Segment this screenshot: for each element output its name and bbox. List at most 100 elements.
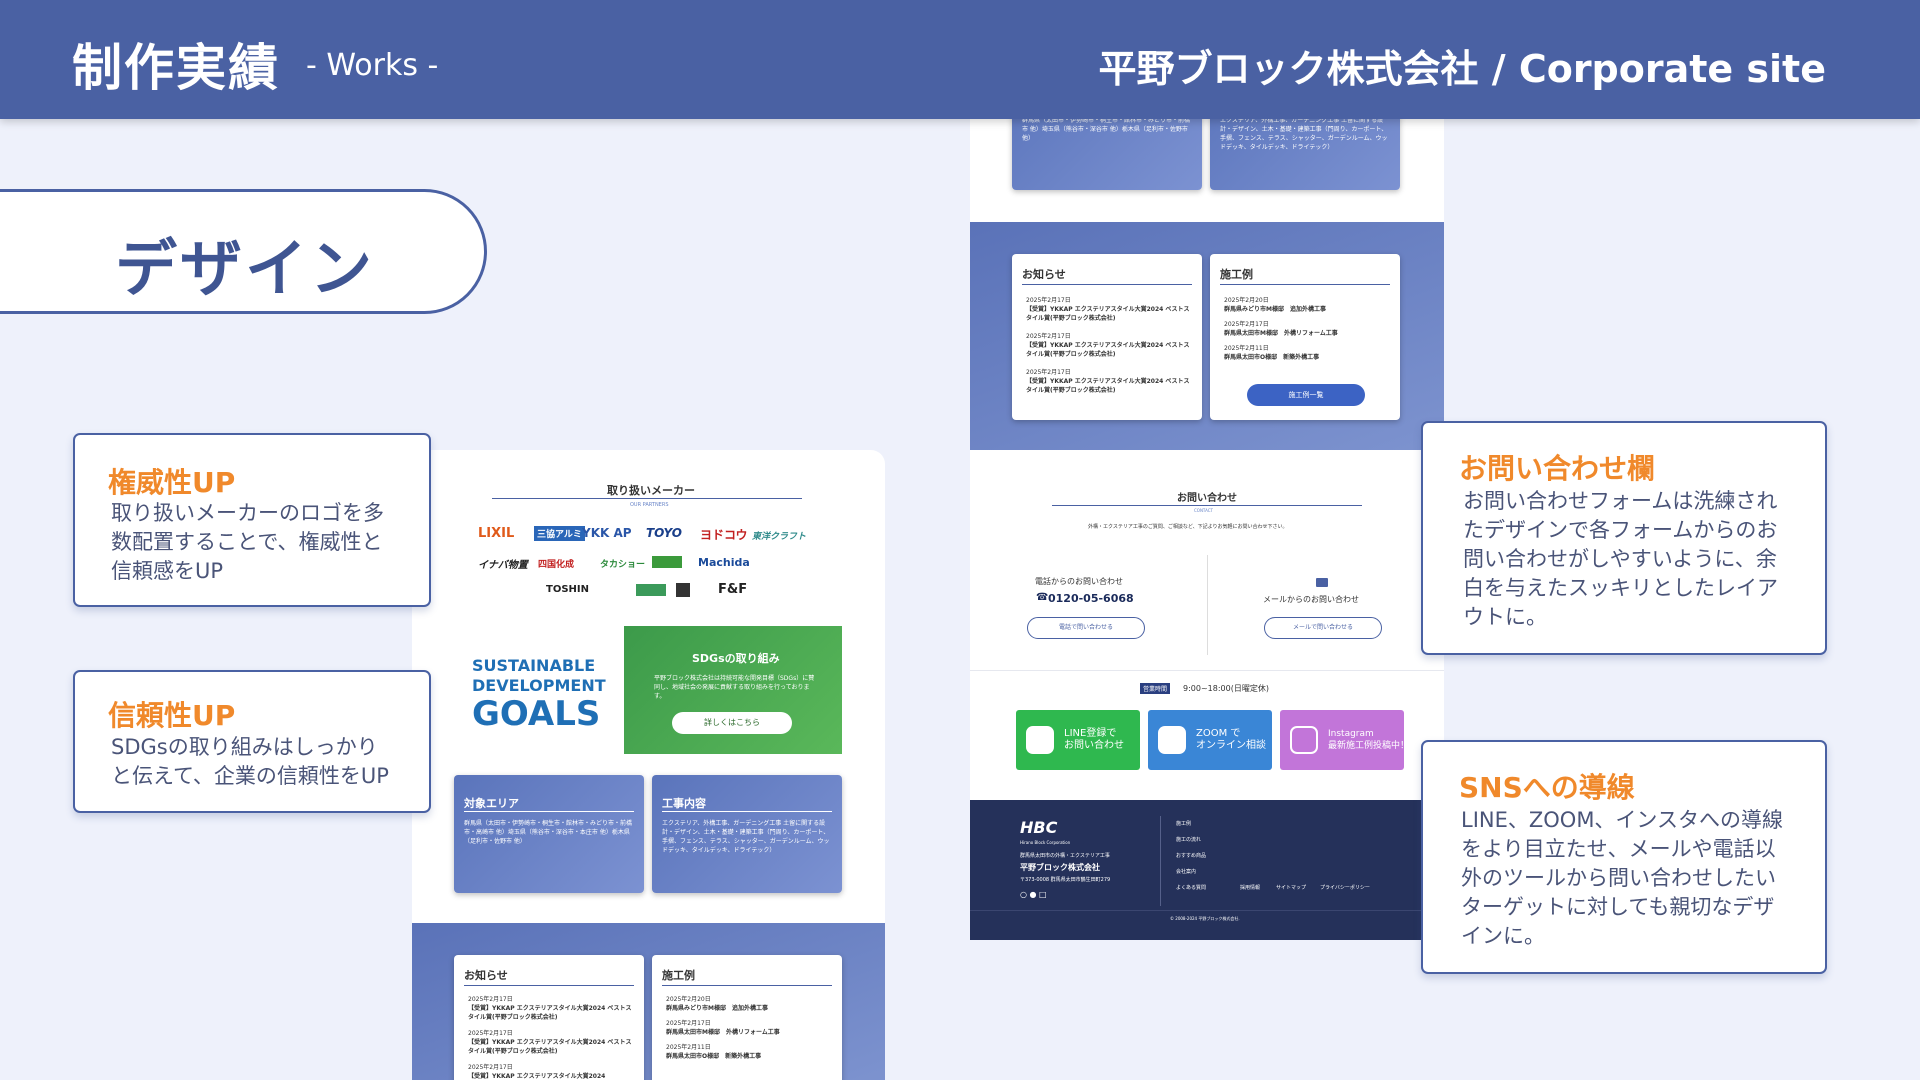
footer-logo-subtitle: Hirano Block Corporation [1020,840,1071,845]
callout-trust: 信頼性UP SDGsの取り組みはしっかり と伝えて、企業の信頼性をUP [73,670,431,813]
footer-link[interactable]: 施工例 [1176,821,1192,827]
cases-title: 施工例 [662,969,695,982]
news-card: お知らせ 2025年2月17日 【受賞】YKKAP エクステリアスタイル大賞20… [1012,254,1202,420]
case-date: 2025年2月17日 [666,1020,711,1027]
case-item[interactable]: 群馬県太田市M様邸 外構リフォーム工事 [1224,330,1338,337]
footer-link[interactable]: 採用情報 [1240,885,1261,891]
maker-logo-ff: F&F [718,582,748,597]
zoom-button-label: ZOOM で オンライン相談 [1196,728,1266,751]
line-button[interactable]: LINE登録で お問い合わせ [1016,710,1140,770]
work-title: 工事内容 [662,797,706,810]
news-date: 2025年2月17日 [1026,297,1071,304]
hours-text: 9:00~18:00(日曜定休) [1183,684,1269,693]
news-card: お知らせ 2025年2月17日 【受賞】YKKAP エクステリアスタイル大賞20… [454,955,644,1080]
footer-link[interactable]: サイトマップ [1276,885,1307,891]
footer-link[interactable]: 施工の流れ [1176,837,1202,843]
maker-logo-yodoko: ヨドコウ [700,528,748,542]
callout-title: SNSへの導線 [1459,771,1635,804]
divider [970,670,1444,671]
case-date: 2025年2月11日 [1224,345,1269,352]
maker-logo-green-2 [636,584,666,596]
zoom-icon [1158,726,1186,754]
copyright: © 2008-2024 平野ブロック株式会社. [1170,916,1240,921]
sdgs-card-title: SDGsの取り組み [692,652,780,665]
mail-contact-button[interactable]: メールで問い合わせる [1264,617,1382,639]
callout-line: SDGsの取り組みはしっかり [111,735,378,759]
callout-contact: お問い合わせ欄 お問い合わせフォームは洗練され たデザインで各フォームからのお … [1421,421,1827,655]
case-item[interactable]: 群馬県みどり市M様邸 追加外構工事 [1224,306,1326,313]
maker-logo-inaba: イナバ物置 [478,560,528,571]
line-icon [1026,726,1054,754]
news-date: 2025年2月17日 [1026,333,1071,340]
news-title: お知らせ [464,969,508,982]
news-date: 2025年2月17日 [468,1030,513,1037]
sdgs-logo-line: GOALS [472,694,601,734]
divider [662,811,832,812]
case-item[interactable]: 群馬県みどり市M様邸 追加外構工事 [666,1005,768,1012]
callout-body: お問い合わせフォームは洗練され たデザインで各フォームからのお 問い合わせがしや… [1463,487,1778,632]
news-date: 2025年2月17日 [1026,369,1071,376]
divider [464,811,634,812]
section-label-pill: デザイン [0,189,487,314]
callout-line: と伝えて、企業の信頼性をUP [111,764,389,788]
website-screenshot-left: 取り扱いメーカー OUR PARTNERS LIXIL 三協アルミ YKK AP… [412,450,885,1080]
callout-authority: 権威性UP 取り扱いメーカーのロゴを多 数配置することで、権威性と 信頼感をUP [73,433,431,607]
callout-line: 外のツールから問い合わせしたい [1461,866,1776,890]
instagram-button[interactable]: Instagram 最新施工例投稿中！ [1280,710,1409,770]
case-item[interactable]: 群馬県太田市O様邸 新築外構工事 [666,1053,762,1060]
callout-line: ウトに。 [1463,605,1547,629]
callout-line: をより目立たせ、メールや電話以 [1461,837,1776,861]
footer-link[interactable]: プライバシーポリシー [1320,885,1370,891]
website-screenshot-right: 群馬県（太田市・伊勢崎市・桐生市・館林市・みどり市・前橋市 他）埼玉県（熊谷市・… [970,100,1444,940]
divider [464,985,634,986]
header-bar: 制作実績 - Works - 平野ブロック株式会社 / Corporate si… [0,0,1920,119]
work-text: エクステリア、外構工事、ガーデニング工事 土留に関する設計・デザイン、土木・基礎… [662,820,830,854]
contact-description: 外構・エクステリア工事のご質問、ご相談など、下記よりお気軽にお問い合わせ下さい。 [1088,524,1288,530]
news-item[interactable]: 【受賞】YKKAP エクステリアスタイル大賞2024 ベストスタイル賞(平野ブロ… [468,1039,632,1055]
section-label: デザイン [115,232,376,305]
divider [970,910,1444,911]
area-panel: 対象エリア 群馬県（太田市・伊勢崎市・桐生市・館林市・みどり市・前橋市・高崎市 … [454,775,644,893]
maker-logo-shikoku: 四国化成 [538,560,575,570]
callout-line: 白を与えたスッキリとしたレイア [1463,576,1778,600]
footer-logo: HBC [1020,818,1058,837]
case-date: 2025年2月11日 [666,1044,711,1051]
sdgs-logo-line: SUSTAINABLE [472,656,596,675]
callout-body: 取り扱いメーカーのロゴを多 数配置することで、権威性と 信頼感をUP [111,499,384,586]
mail-label: メールからのお問い合わせ [1263,595,1359,604]
case-date: 2025年2月20日 [666,996,711,1003]
divider [1052,505,1362,506]
zoom-button[interactable]: ZOOM で オンライン相談 [1148,710,1272,770]
maker-logo-sankyo: 三協アルミ [534,526,585,541]
news-item[interactable]: 【受賞】YKKAP エクステリアスタイル大賞2024 ベストスタイル賞(平野ブロ… [1026,306,1190,322]
news-item[interactable]: 【受賞】YKKAP エクステリアスタイル大賞2024 [468,1073,606,1080]
mail-icon [1316,578,1328,587]
phone-number[interactable]: 0120-05-6068 [1048,592,1134,605]
area-text: 群馬県（太田市・伊勢崎市・桐生市・館林市・みどり市・前橋市・高崎市 他）埼玉県（… [464,820,633,845]
sdgs-detail-button[interactable]: 詳しくはこちら [672,712,792,734]
phone-contact-button[interactable]: 電話で問い合わせる [1027,617,1145,639]
cases-list-button[interactable]: 施工例一覧 [1247,384,1365,406]
callout-line: 信頼感をUP [111,559,224,583]
case-item[interactable]: 群馬県太田市O様邸 新築外構工事 [1224,354,1320,361]
area-title: 対象エリア [464,797,519,810]
case-item[interactable]: 群馬県太田市M様邸 外構リフォーム工事 [666,1029,780,1036]
news-item[interactable]: 【受賞】YKKAP エクステリアスタイル大賞2024 ベストスタイル賞(平野ブロ… [468,1005,632,1021]
hours-badge: 営業時間 [1140,683,1171,694]
callout-line: 問い合わせがしやすいように、余 [1463,547,1777,571]
line-button-label: LINE登録で お問い合わせ [1064,728,1124,751]
page-subtitle: - Works - [306,48,439,83]
callout-line: お問い合わせフォームは洗練され [1463,489,1778,513]
footer-link[interactable]: 会社案内 [1176,869,1197,875]
news-item[interactable]: 【受賞】YKKAP エクステリアスタイル大賞2024 ベストスタイル賞(平野ブロ… [1026,378,1190,394]
news-item[interactable]: 【受賞】YKKAP エクステリアスタイル大賞2024 ベストスタイル賞(平野ブロ… [1026,342,1190,358]
news-title: お知らせ [1022,268,1066,281]
divider [1220,284,1390,285]
callout-title: 信頼性UP [108,699,236,732]
footer-link[interactable]: おすすめ商品 [1176,853,1207,859]
callout-body: SDGsの取り組みはしっかり と伝えて、企業の信頼性をUP [111,733,389,791]
maker-logo-toyo-kraft: 東洋クラフト [752,532,807,542]
cases-title: 施工例 [1220,268,1253,281]
sdgs-card-text: 平野ブロック株式会社は持続可能な開発目標（SDGs）に賛同し、地域社会の発展に貢… [654,675,815,700]
footer-link[interactable]: よくある質問 [1176,885,1207,891]
